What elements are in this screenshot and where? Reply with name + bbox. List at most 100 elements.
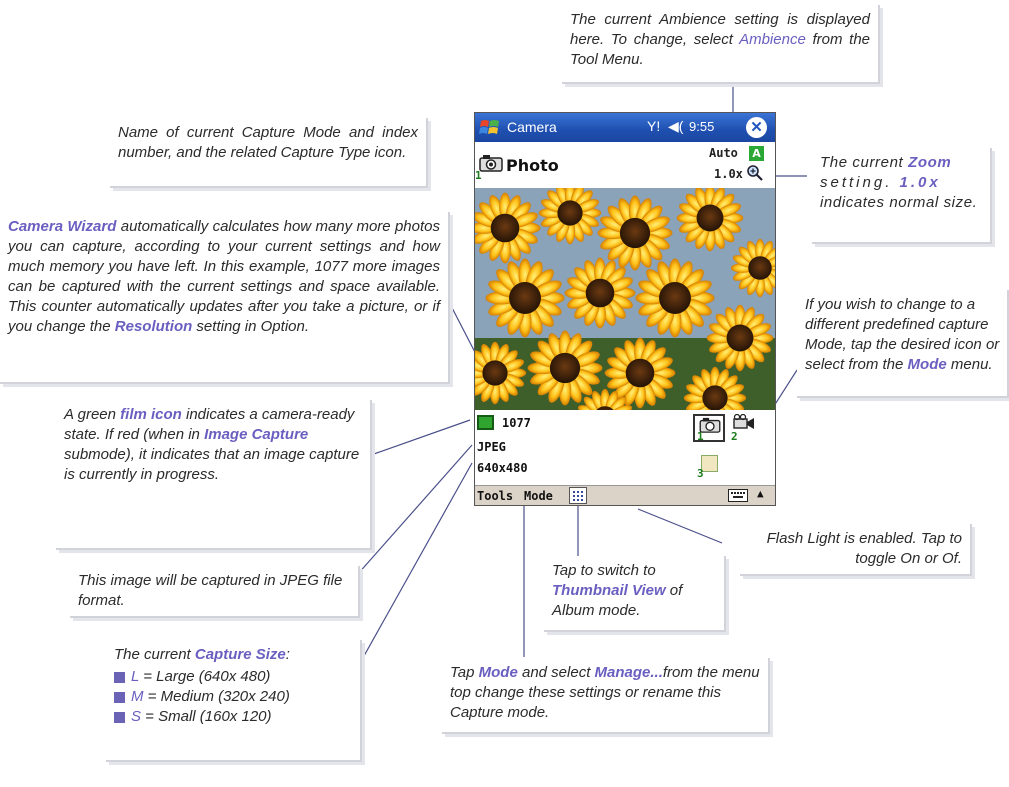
callout-text: Name of current Capture Mode and index n… xyxy=(118,124,418,161)
file-format: JPEG xyxy=(477,440,506,454)
callout-jpeg: This image will be captured in JPEG file… xyxy=(70,566,360,618)
size-key: L xyxy=(131,668,140,685)
callout-film-icon: A green film icon indicates a camera-rea… xyxy=(56,400,372,550)
sunflower xyxy=(597,195,673,271)
mode-photo-button[interactable]: 1 xyxy=(693,414,725,443)
status-area: 1077 JPEG 640x480 1 2 3 xyxy=(475,410,775,485)
callout-text: The current xyxy=(820,154,909,171)
ambience-icon[interactable]: A xyxy=(749,146,764,161)
callout-text: The current Ambience setting is displaye… xyxy=(570,11,870,48)
windows-start-icon[interactable] xyxy=(479,117,501,138)
sunflower xyxy=(676,188,744,252)
sunflower xyxy=(683,366,747,410)
callout-highlight: Zoom xyxy=(908,154,952,171)
callout-predefined-mode: If you wish to change to a different pre… xyxy=(797,290,1009,398)
leader-flash xyxy=(637,508,723,544)
list-item: M = Medium (320x 240) xyxy=(114,687,352,707)
title-bar: Camera Y! ◀︎( 9:55 ✕ xyxy=(475,113,775,142)
callout-text: setting in Option. xyxy=(192,318,309,335)
input-panel-arrow-icon[interactable]: ▲ xyxy=(757,487,764,500)
keyboard-icon[interactable] xyxy=(728,489,748,502)
mode-index-label: 1 xyxy=(697,430,704,443)
callout-text: Tap to switch to xyxy=(552,562,656,579)
leader-jpeg xyxy=(356,444,473,576)
callout-text: from the menu top change these settings … xyxy=(450,664,760,721)
callout-thumbnail-view: Tap to switch to Thumbnail View of Album… xyxy=(544,556,726,632)
sunflower xyxy=(538,188,602,245)
callout-text: menu. xyxy=(946,356,993,373)
callout-text: of Album mode. xyxy=(552,582,683,619)
mode-picture-button[interactable] xyxy=(701,455,718,472)
sunflower xyxy=(730,238,775,298)
zoom-value: 1.0x xyxy=(714,167,743,181)
bullet-square-icon xyxy=(114,691,125,703)
callout-text: and select xyxy=(517,664,595,681)
callout-highlight: Mode xyxy=(907,356,947,373)
callout-highlight: 1.0x xyxy=(899,174,941,191)
callout-highlight: Image Capture xyxy=(204,426,309,443)
tools-menu[interactable]: Tools xyxy=(477,489,514,503)
bullet-square-icon xyxy=(114,711,125,723)
callout-text: Tap xyxy=(450,664,479,681)
sunflower xyxy=(475,192,541,264)
capture-size: 640x480 xyxy=(477,461,528,475)
callout-text: If you wish to change to a different pre… xyxy=(805,296,1000,373)
pocketpc-screen: Camera Y! ◀︎( 9:55 ✕ 1 Photo Auto A 1.0x xyxy=(474,112,776,506)
menu-bar: Tools Mode ▲ xyxy=(475,485,775,505)
sunflower xyxy=(577,388,633,410)
callout-text: The current xyxy=(114,646,195,663)
callout-highlight: Mode xyxy=(478,664,518,681)
leader-film xyxy=(370,419,471,456)
close-icon[interactable]: ✕ xyxy=(746,117,767,138)
size-text: = Small (160x 120) xyxy=(141,708,272,725)
callout-text: from the Tool Menu. xyxy=(570,31,871,68)
capture-mode-index: 1 xyxy=(475,169,482,182)
callout-highlight: Thumbnail View xyxy=(552,582,666,599)
callout-highlight: Ambience xyxy=(739,31,806,48)
capture-mode-bar: 1 Photo Auto A 1.0x xyxy=(475,142,775,188)
callout-text: This image will be captured in JPEG file… xyxy=(78,572,343,609)
sunflower xyxy=(706,304,774,372)
size-text: = Medium (320x 240) xyxy=(143,688,290,705)
callout-text: indicates a camera-ready state. If red (… xyxy=(64,406,355,443)
sunflower xyxy=(604,337,676,409)
callout-text: indicates normal size. xyxy=(820,194,978,211)
camera-icon xyxy=(479,155,503,172)
sunflower xyxy=(564,257,636,329)
capture-size-list: L = Large (640x 480) M = Medium (320x 24… xyxy=(114,667,352,727)
capture-mode-name: Photo xyxy=(506,156,559,175)
callout-flash: Flash Light is enabled. Tap to toggle On… xyxy=(740,524,972,576)
thumbnail-grid-icon[interactable] xyxy=(569,487,587,504)
ambience-value: Auto xyxy=(709,146,738,160)
mode-menu[interactable]: Mode xyxy=(524,489,553,503)
callout-text: automatically calculates how many more p… xyxy=(8,218,440,335)
size-text: = Large (640x 480) xyxy=(139,668,271,685)
camera-preview[interactable] xyxy=(475,188,775,410)
magnifier-icon[interactable] xyxy=(746,164,764,182)
callout-highlight: Camera Wizard xyxy=(8,218,117,235)
clock[interactable]: 9:55 xyxy=(689,119,715,134)
callout-zoom: The current Zoom setting. 1.0x indicates… xyxy=(812,148,992,244)
sunflower-preview-image xyxy=(475,188,775,410)
size-key: M xyxy=(131,688,144,705)
callout-text: submode), it indicates that an image cap… xyxy=(64,446,360,483)
speaker-icon[interactable]: ◀︎( xyxy=(668,118,684,134)
shots-remaining: 1077 xyxy=(502,416,531,430)
callout-ambience: The current Ambience setting is displaye… xyxy=(562,5,880,84)
leader-size xyxy=(354,462,473,673)
callout-capture-size: The current Capture Size: L = Large (640… xyxy=(106,640,362,762)
callout-text: A green xyxy=(64,406,121,423)
callout-highlight: Capture Size xyxy=(194,646,286,663)
sunflower xyxy=(485,258,565,338)
signal-icon[interactable]: Y! xyxy=(647,118,661,134)
app-title: Camera xyxy=(507,119,557,135)
video-camera-icon[interactable] xyxy=(733,414,755,430)
callout-text: : xyxy=(285,646,290,663)
sunflower xyxy=(635,258,715,338)
size-key: S xyxy=(131,708,142,725)
bullet-square-icon xyxy=(114,671,125,683)
mode-index-label: 3 xyxy=(697,467,704,480)
list-item: L = Large (640x 480) xyxy=(114,667,352,687)
callout-text: setting. xyxy=(820,174,900,191)
camera-icon xyxy=(699,417,721,433)
